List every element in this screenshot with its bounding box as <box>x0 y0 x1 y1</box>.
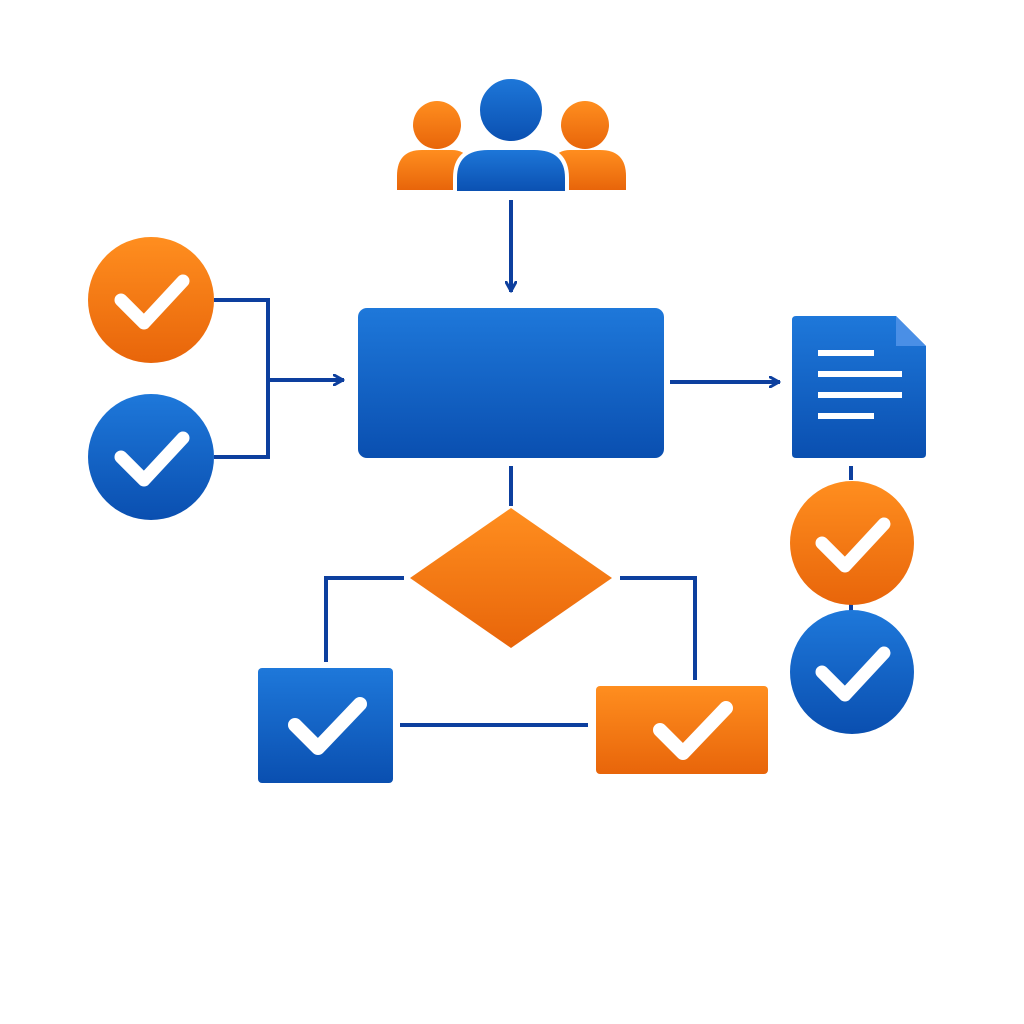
decision-diamond <box>410 508 612 648</box>
doc-check-orange <box>790 481 914 605</box>
process-box <box>358 308 664 458</box>
result-orange <box>596 686 768 774</box>
connector-input-orange <box>214 298 270 382</box>
check-icon <box>114 274 190 330</box>
check-icon <box>815 517 891 573</box>
input-check-blue <box>88 394 214 520</box>
team-icon <box>397 75 626 195</box>
check-circle-orange <box>88 237 214 363</box>
result-blue <box>258 668 393 783</box>
connector-decision-to-blue-result <box>324 576 404 662</box>
check-icon <box>815 646 891 702</box>
person-center-icon <box>453 75 569 195</box>
check-circle-blue <box>88 394 214 520</box>
connector-decision-to-orange-result <box>620 576 697 680</box>
document-icon <box>792 316 926 458</box>
document-lines <box>818 350 902 419</box>
connector-input-blue <box>214 378 270 459</box>
check-icon <box>653 701 733 760</box>
doc-check-blue <box>790 610 914 734</box>
check-icon <box>114 431 190 487</box>
result-box-orange <box>596 686 768 774</box>
result-box-blue <box>258 668 393 783</box>
person-right-icon <box>552 101 626 190</box>
check-circle-blue <box>790 610 914 734</box>
connectors <box>214 200 853 727</box>
person-left-icon <box>397 101 470 190</box>
document-fold <box>896 316 926 346</box>
input-check-orange <box>88 237 214 363</box>
check-icon <box>288 697 367 755</box>
check-circle-orange <box>790 481 914 605</box>
